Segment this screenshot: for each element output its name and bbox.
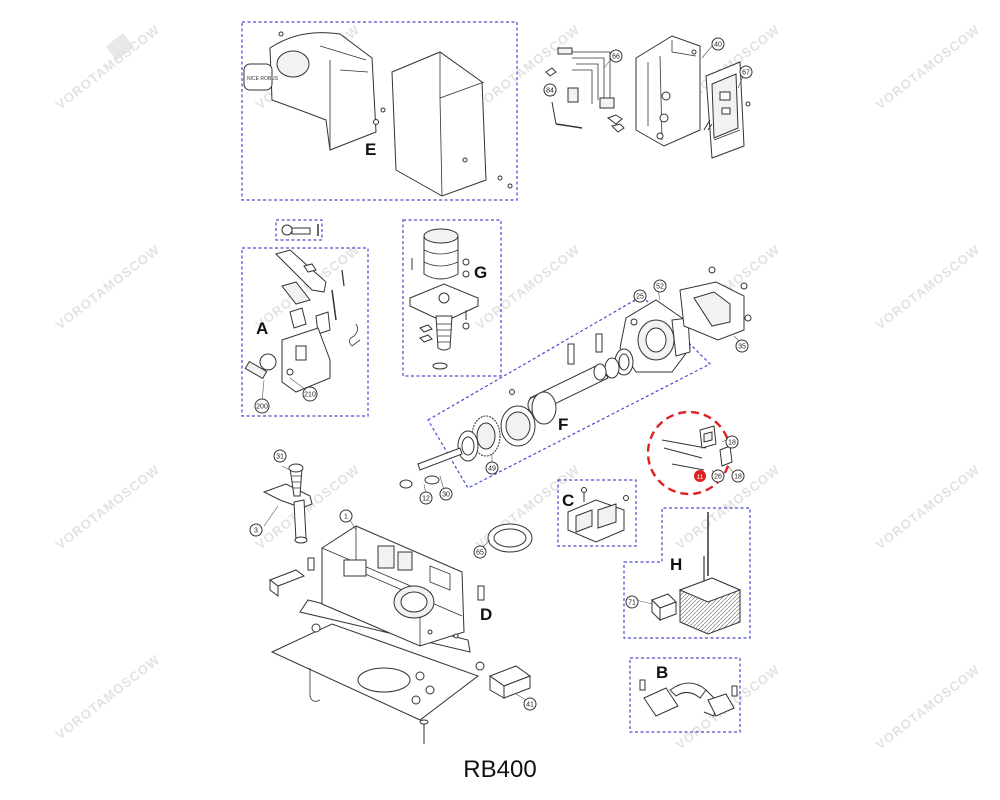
group-b-box: [629, 657, 741, 733]
part-number: 40: [714, 42, 722, 49]
highlighted-part-11: 11: [646, 410, 733, 496]
watermark: VOROTAMOSCOW: [873, 242, 983, 333]
base-housing: D: [268, 525, 492, 653]
part-number: 71: [628, 600, 636, 607]
callout-66: 66: [609, 49, 623, 63]
group-e-box: [241, 21, 518, 201]
part-number: 67: [742, 70, 750, 77]
callout-52: 52: [653, 279, 667, 293]
release-key: [275, 219, 323, 241]
release-lever: [262, 463, 313, 544]
group-label-d: D: [480, 605, 492, 624]
part-number: 3: [254, 528, 258, 535]
callout-26: 26: [711, 469, 725, 483]
key-box: [275, 219, 323, 241]
watermark: VOROTAMOSCOW: [873, 662, 983, 753]
part-number: 84: [546, 88, 554, 95]
group-g-motor: G: [402, 219, 502, 377]
part-number: 65: [476, 550, 484, 557]
watermark: VOROTAMOSCOW: [873, 22, 983, 113]
callout-49: 49: [485, 461, 499, 475]
watermark-layer: VOROTAMOSCOW VOROTAMOSCOW VOROTAMOSCOW V…: [53, 22, 983, 753]
part-number: 30: [442, 492, 450, 499]
part-number: 52: [656, 284, 664, 291]
group-h-transformer: H: [623, 507, 751, 639]
watermark: VOROTAMOSCOW: [673, 462, 783, 553]
callout-1: 1: [339, 509, 353, 523]
watermark: VOROTAMOSCOW: [53, 242, 163, 333]
part-number: 41: [526, 702, 534, 709]
watermark: VOROTAMOSCOW: [53, 652, 163, 743]
callout-3: 3: [249, 523, 263, 537]
part-number: 26: [714, 474, 722, 481]
watermark: VOROTAMOSCOW: [473, 22, 583, 113]
part-number: 18: [734, 474, 742, 481]
callout-25: 25: [633, 289, 647, 303]
group-f-box: [427, 295, 712, 489]
part-number: 12: [422, 496, 430, 503]
group-f-geartrain: F: [399, 266, 752, 489]
callout-210: 210: [302, 386, 318, 402]
group-label-a: A: [256, 319, 268, 338]
part-number-11: 11: [697, 474, 704, 481]
group-c-limit-switch: C: [557, 479, 637, 547]
callout-30: 30: [439, 487, 453, 501]
callout-31: 31: [273, 449, 287, 463]
model-title: RB400: [463, 756, 537, 783]
group-b-handles: B: [629, 657, 741, 733]
callout-12: 12: [419, 491, 433, 505]
callout-40: 40: [711, 37, 725, 51]
part-callouts: 66 40 67 84 25 52 35 49 12 30 200 210 31…: [249, 37, 753, 711]
svg-text:NICE ROBUS: NICE ROBUS: [247, 76, 279, 82]
group-a-box: [241, 247, 369, 417]
group-label-g: G: [474, 263, 487, 282]
part-number: 49: [488, 466, 496, 473]
watermark: VOROTAMOSCOW: [253, 242, 363, 333]
group-g-box: [402, 219, 502, 377]
base-plate: [270, 623, 532, 744]
group-a-release: A: [241, 247, 369, 417]
control-unit-parts: [545, 35, 751, 159]
group-label-f: F: [558, 415, 568, 434]
part-number: 18: [728, 440, 736, 447]
callout-35: 35: [735, 339, 749, 353]
group-label-e: E: [365, 140, 376, 159]
group-label-c: C: [562, 491, 574, 510]
group-label-b: B: [656, 663, 668, 682]
part-number: 1: [344, 514, 348, 521]
watermark: VOROTAMOSCOW: [473, 242, 583, 333]
ring-65: [487, 523, 533, 553]
callout-84: 84: [543, 83, 557, 97]
callout-18-upper: 18: [725, 435, 739, 449]
watermark: VOROTAMOSCOW: [873, 462, 983, 553]
part-11-marker: [694, 470, 706, 482]
watermark: VOROTAMOSCOW: [53, 22, 163, 113]
callout-71: 71: [625, 595, 639, 609]
group-c-box: [557, 479, 637, 547]
group-e-covers: NICE ROBUS E: [241, 21, 518, 201]
watermark: VOROTAMOSCOW: [53, 462, 163, 553]
part-number: 25: [636, 294, 644, 301]
callout-200: 200: [254, 398, 270, 414]
group-h-box: [623, 507, 751, 639]
part-number: 35: [738, 344, 746, 351]
callout-18-lower: 18: [731, 469, 745, 483]
group-label-h: H: [670, 555, 682, 574]
callout-41: 41: [523, 697, 537, 711]
part-number: 66: [612, 54, 620, 61]
part-number: 31: [276, 454, 284, 461]
part-number: 200: [256, 404, 268, 411]
part-number: 210: [304, 392, 316, 399]
callout-67: 67: [739, 65, 753, 79]
callout-65: 65: [473, 545, 487, 559]
